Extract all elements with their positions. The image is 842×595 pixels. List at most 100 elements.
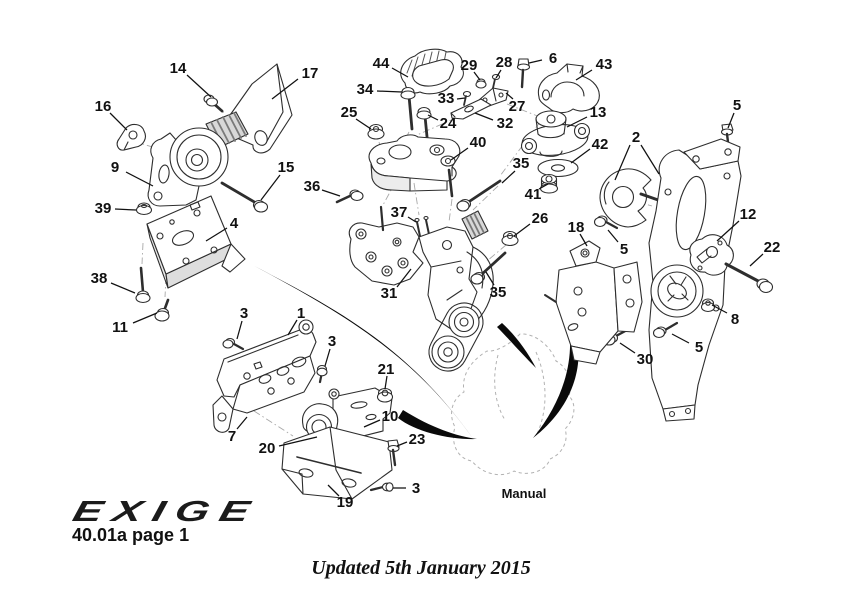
callout-3: 3	[412, 480, 420, 497]
callout-34: 34	[357, 81, 374, 98]
callout-31: 31	[381, 285, 398, 302]
callout-leader-5	[607, 229, 619, 243]
bolt-3-b	[316, 364, 328, 384]
callout-leader-39	[114, 208, 137, 211]
callout-leader-35	[485, 271, 495, 286]
callout-6: 6	[549, 50, 557, 67]
callout-19: 19	[337, 494, 354, 511]
bolt-5-mid	[593, 215, 619, 230]
callout-13: 13	[590, 104, 607, 121]
callout-leader-43	[575, 69, 593, 81]
callout-leader-19	[327, 484, 340, 497]
part-4-mount-plate	[146, 195, 246, 289]
callout-leader-24	[427, 114, 439, 121]
brand-logo: EXIGE	[69, 495, 263, 527]
callout-leader-25	[355, 118, 372, 130]
mount-13	[520, 110, 591, 157]
callout-43: 43	[596, 56, 613, 73]
nut-8	[700, 298, 716, 313]
callout-leader-27	[505, 92, 514, 100]
bracket-32	[450, 98, 492, 120]
nut-29	[475, 78, 487, 89]
bolt-15	[220, 181, 269, 213]
callout-leader-3	[324, 348, 331, 367]
callout-leader-37	[407, 216, 417, 223]
bolt-14	[203, 94, 224, 113]
callout-3: 3	[240, 305, 248, 322]
callout-leader-11	[132, 312, 158, 324]
bracket-1-7	[212, 319, 317, 433]
callout-leader-35	[501, 170, 516, 184]
callout-20: 20	[259, 440, 276, 457]
nut-26	[501, 230, 519, 247]
callout-29: 29	[461, 57, 478, 74]
bolt-6	[516, 58, 531, 89]
bolt-38	[135, 266, 151, 304]
mount-19-assembly	[281, 387, 393, 500]
callout-leader-40	[450, 147, 469, 161]
callout-11: 11	[112, 319, 128, 336]
bolt-5-lower	[652, 321, 679, 339]
callout-33: 33	[438, 90, 455, 107]
callout-leader-33	[456, 97, 466, 100]
bolt-23	[387, 439, 400, 467]
callout-leader-6	[528, 59, 543, 64]
callout-41: 41	[525, 186, 542, 203]
callout-leader-18	[579, 233, 588, 247]
callout-leader-21	[384, 375, 388, 390]
callout-12: 12	[740, 206, 757, 223]
callout-25: 25	[341, 104, 358, 121]
part-9-engine-mount	[147, 111, 249, 207]
callout-leader-38	[110, 282, 136, 294]
callout-leader-16	[109, 112, 128, 131]
callout-leader-9	[125, 171, 154, 187]
callout-leader-13	[566, 116, 588, 128]
screw-28	[491, 73, 501, 89]
callout-44: 44	[373, 55, 390, 72]
callout-35: 35	[513, 155, 530, 172]
pedestal-40	[368, 134, 461, 198]
bracket-18	[544, 240, 643, 365]
callout-14: 14	[170, 60, 187, 77]
callout-35: 35	[490, 284, 507, 301]
part-44-damper	[400, 48, 464, 95]
callout-2: 2	[632, 129, 640, 146]
bolt-3-a	[222, 337, 245, 351]
nut-21	[376, 387, 394, 403]
bolt-34	[400, 86, 416, 131]
updated-note: Updated 5th January 2015	[311, 557, 530, 579]
callout-leader-31	[396, 268, 412, 288]
callout-24: 24	[440, 115, 457, 132]
callout-leader-30	[619, 342, 636, 354]
callout-17: 17	[302, 65, 319, 82]
callout-leader-20	[278, 436, 318, 447]
callout-30: 30	[637, 351, 654, 368]
variant-label-manual: Manual	[502, 486, 547, 501]
callout-leader-42	[570, 148, 591, 164]
bracket-31-assembly	[348, 205, 494, 372]
bolt-36	[335, 189, 364, 204]
callout-leader-4	[205, 227, 228, 242]
callout-15: 15	[278, 159, 295, 176]
callout-27: 27	[509, 98, 526, 115]
screw-33	[462, 90, 472, 106]
callout-leader-22	[749, 253, 764, 267]
callout-32: 32	[497, 115, 514, 132]
callout-36: 36	[304, 178, 321, 195]
bolt-35-upper	[456, 179, 502, 212]
callout-37: 37	[391, 204, 408, 221]
callout-38: 38	[91, 270, 108, 287]
callout-5: 5	[695, 339, 703, 356]
callout-leader-1	[287, 319, 298, 336]
callout-16: 16	[95, 98, 112, 115]
callout-leader-15	[260, 174, 281, 201]
nut-41	[539, 173, 559, 194]
shield-2	[599, 168, 669, 228]
callout-1: 1	[297, 305, 305, 322]
callout-3: 3	[328, 333, 336, 350]
callout-leader-17	[271, 78, 299, 100]
bolt-22	[724, 262, 774, 294]
callout-leader-28	[495, 69, 502, 79]
